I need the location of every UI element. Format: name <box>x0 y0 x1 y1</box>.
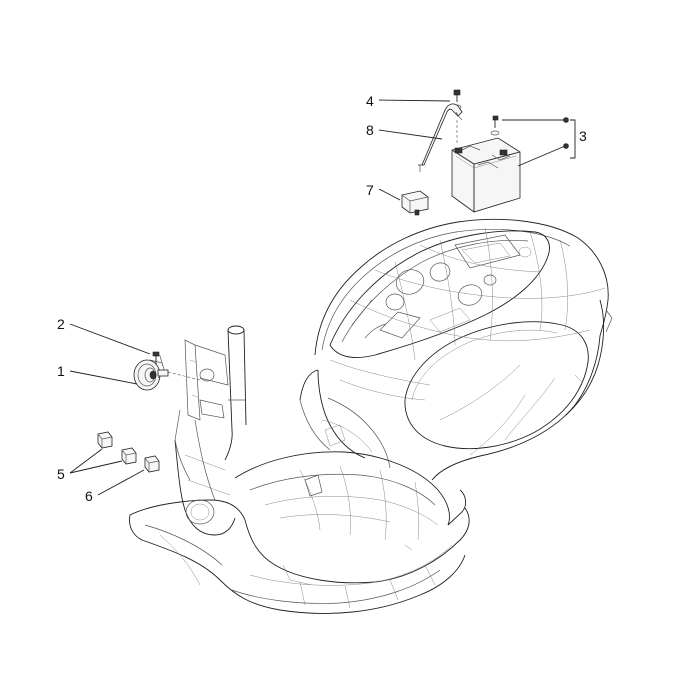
callout-8: 8 <box>366 122 374 138</box>
callout-3: 3 <box>579 128 587 144</box>
horn-mount-dashline <box>167 371 201 381</box>
relay-icon-2 <box>121 447 137 465</box>
callout-5: 5 <box>57 466 65 482</box>
relay-icon-3 <box>144 455 160 473</box>
callout-2: 2 <box>57 316 65 332</box>
relay-icon <box>97 431 113 449</box>
callout-1: 1 <box>57 363 65 379</box>
horn-screw-icon <box>152 351 160 364</box>
callout-6: 6 <box>85 488 93 504</box>
horn-icon <box>133 351 169 391</box>
leader-lines <box>69 99 576 496</box>
scooter-frame-body <box>129 218 613 614</box>
callout-7: 7 <box>366 182 374 198</box>
battery-icon <box>451 137 521 213</box>
regulator-icon <box>401 190 429 216</box>
callout-4: 4 <box>366 93 374 109</box>
battery-strap-icon <box>418 103 463 172</box>
battery-terminal-screw-icon <box>490 115 500 136</box>
